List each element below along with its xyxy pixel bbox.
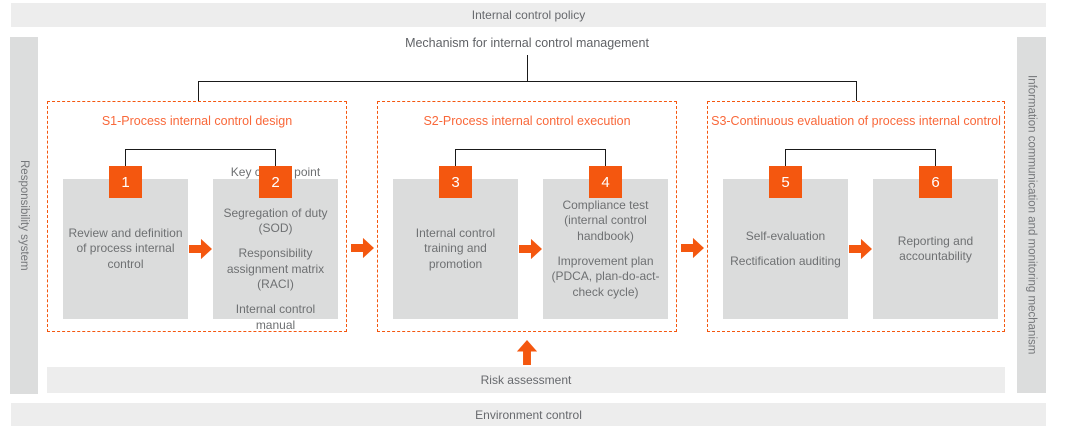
step-2-text-manual: Internal control manual <box>235 302 316 332</box>
responsibility-system-label: Responsibility system <box>18 160 30 271</box>
step-2-text-sod: Segregation of duty (SOD) <box>223 205 328 235</box>
step-1-badge: 1 <box>109 166 142 198</box>
step-3-badge: 3 <box>439 166 472 198</box>
step-6-text: Reporting and accountability <box>897 233 974 263</box>
connector-stem-line <box>527 55 528 81</box>
connector-drop-s1 <box>198 81 199 101</box>
step-5-text-self-evaluation: Self-evaluation <box>745 228 826 243</box>
step-4-text-compliance: Compliance test (internal control handbo… <box>562 197 649 243</box>
arrow-right-icon <box>681 237 704 259</box>
step-3-text: Internal control training and promotion <box>415 225 496 271</box>
step-5-badge: 5 <box>769 166 802 198</box>
section-s1-process-internal-control-design: S1-Process internal control design 1 2 R… <box>47 101 347 332</box>
information-communication-bar: Information communication and monitoring… <box>1017 37 1046 393</box>
s1-bracket-drop-1 <box>125 149 126 167</box>
s2-bracket-drop-2 <box>605 149 606 167</box>
section-s3-title: S3-Continuous evaluation of process inte… <box>711 114 1001 128</box>
step-4-badge: 4 <box>589 166 622 198</box>
environment-control-bar: Environment control <box>11 403 1046 426</box>
step-2-text-raci: Responsibility assignment matrix (RACI) <box>226 246 325 292</box>
section-s3-continuous-evaluation: S3-Continuous evaluation of process inte… <box>707 101 1005 332</box>
step-2-box: Key control point (KCP) Segregation of d… <box>213 165 338 332</box>
arrow-right-icon <box>849 238 872 260</box>
step-4-box: Compliance test (internal control handbo… <box>543 179 668 319</box>
responsibility-system-bar: Responsibility system <box>10 37 38 394</box>
step-2-badge: 2 <box>259 166 292 198</box>
s2-bracket-drop-1 <box>455 149 456 167</box>
arrow-right-icon <box>519 238 542 260</box>
step-1-box: Review and definition of process interna… <box>63 179 188 319</box>
s3-bracket-drop-1 <box>785 149 786 167</box>
arrow-up-icon <box>516 340 538 365</box>
risk-assessment-label: Risk assessment <box>480 373 572 387</box>
step-1-text: Review and definition of process interna… <box>68 225 183 271</box>
s1-bracket-drop-2 <box>275 149 276 167</box>
step-6-badge: 6 <box>919 166 952 198</box>
s2-bracket-line <box>455 149 606 150</box>
risk-assessment-bar: Risk assessment <box>47 367 1005 393</box>
environment-control-label: Environment control <box>475 407 582 422</box>
s3-bracket-drop-2 <box>935 149 936 167</box>
s1-bracket-line <box>125 149 276 150</box>
arrow-right-icon <box>189 238 212 260</box>
step-6-box: Reporting and accountability <box>873 179 998 319</box>
step-3-box: Internal control training and promotion <box>393 179 518 319</box>
connector-drop-s3 <box>856 81 857 101</box>
section-s1-title: S1-Process internal control design <box>101 114 293 128</box>
step-5-text-rectification: Rectification auditing <box>730 254 841 268</box>
step-4-text-improvement: Improvement plan (PDCA, plan-do-act-chec… <box>551 254 660 299</box>
information-communication-label: Information communication and monitoring… <box>1025 75 1038 355</box>
mechanism-label: Mechanism for internal control managemen… <box>405 36 649 50</box>
internal-control-policy-bar: Internal control policy <box>11 3 1046 27</box>
s3-bracket-line <box>785 149 936 150</box>
step-5-box: Self-evaluation Rectification auditing <box>723 179 848 319</box>
section-s2-title: S2-Process internal control execution <box>423 114 631 128</box>
internal-control-policy-label: Internal control policy <box>471 8 586 22</box>
connector-bus-line <box>198 81 857 82</box>
arrow-right-icon <box>351 237 374 259</box>
section-s2-process-internal-control-execution: S2-Process internal control execution 3 … <box>377 101 677 332</box>
